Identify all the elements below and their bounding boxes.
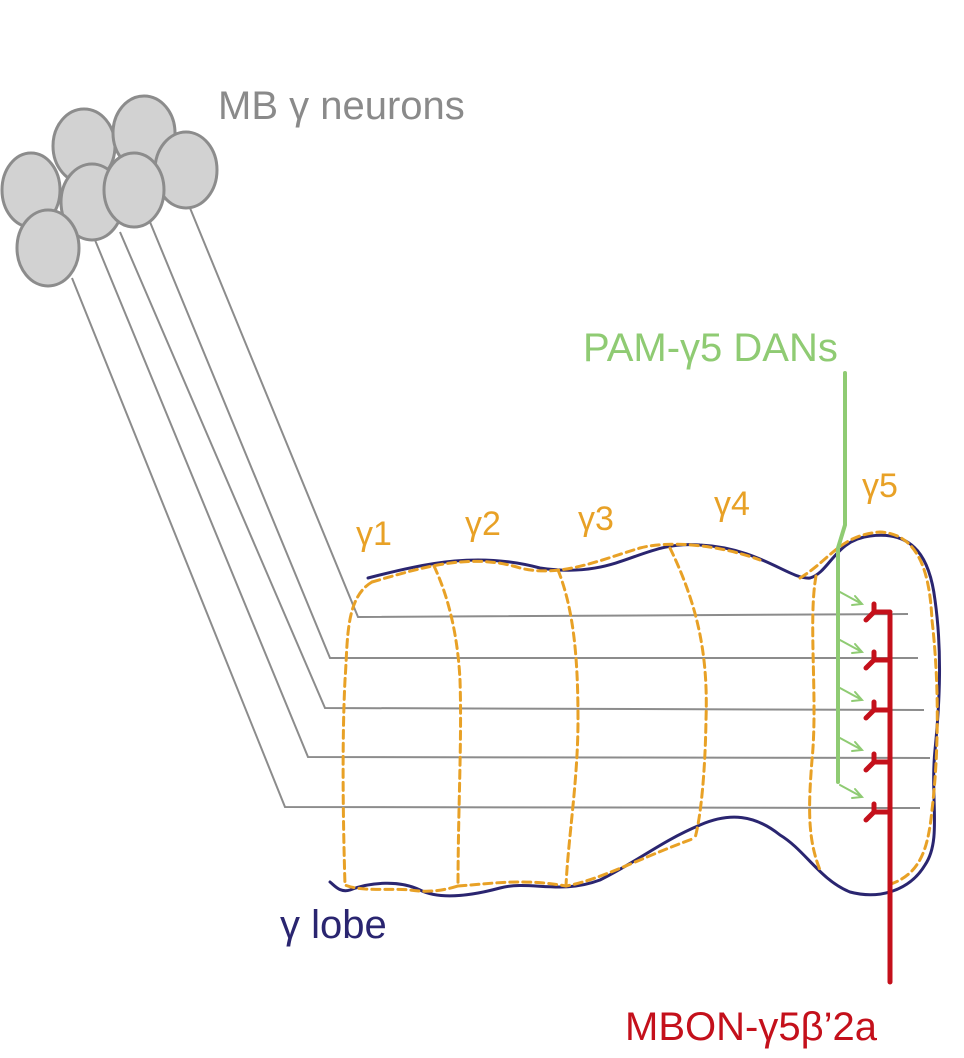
gamma2-gamma3-boundary bbox=[556, 568, 580, 888]
mbon-dendrite-spine bbox=[863, 699, 893, 721]
gamma5-compartment-outline bbox=[798, 530, 939, 887]
gamma3-label: γ3 bbox=[578, 500, 614, 538]
neuron-axons bbox=[71, 207, 931, 809]
dan-terminals bbox=[839, 591, 865, 799]
gamma4-label: γ4 bbox=[714, 485, 750, 523]
neuron-cell-body bbox=[15, 208, 81, 288]
mbon-projection bbox=[863, 601, 893, 985]
dan-terminal-arrow bbox=[839, 687, 865, 702]
gamma4-gamma5-boundary bbox=[808, 574, 822, 872]
dan-terminal-arrow bbox=[839, 591, 865, 606]
axon bbox=[119, 231, 925, 711]
mbon-dendrite-spine bbox=[863, 649, 893, 671]
dans-label: PAM-γ5 DANs bbox=[583, 326, 838, 370]
gamma-lobe-outline bbox=[328, 533, 942, 898]
neuron-cell-bodies bbox=[0, 94, 219, 288]
compartment-outlines bbox=[341, 530, 939, 893]
neurons-label: MB γ neurons bbox=[218, 84, 465, 128]
compartments-upper-edge bbox=[370, 542, 762, 584]
axon bbox=[94, 239, 931, 759]
axon bbox=[149, 221, 918, 659]
gamma1-label: γ1 bbox=[356, 515, 392, 553]
pam-dan-projection bbox=[836, 371, 847, 784]
lobe-label: γ lobe bbox=[280, 903, 387, 947]
mbon-label: MBON-γ5β’2a bbox=[625, 1005, 878, 1049]
dan-terminal-arrow bbox=[839, 737, 865, 752]
gamma1-gamma2-boundary bbox=[432, 564, 463, 889]
dan-terminal-arrow bbox=[839, 639, 865, 654]
gamma5-label: γ5 bbox=[862, 467, 898, 505]
gamma2-label: γ2 bbox=[465, 505, 501, 543]
gamma3-gamma4-boundary bbox=[668, 546, 708, 840]
gamma1-compartment-outline bbox=[341, 580, 460, 893]
axon bbox=[189, 207, 909, 619]
axon bbox=[71, 277, 921, 809]
dan-main-fiber bbox=[836, 371, 847, 784]
dan-terminal-arrow bbox=[839, 784, 865, 799]
neuron-cell-body bbox=[102, 151, 166, 229]
lobe-upper-outline bbox=[328, 533, 942, 898]
compartments-lower-edge bbox=[456, 836, 697, 888]
mbon-dendrite-spine bbox=[863, 751, 893, 773]
mbon-dendrite-spine bbox=[863, 601, 893, 623]
mbon-dendrite-spine bbox=[863, 801, 893, 823]
